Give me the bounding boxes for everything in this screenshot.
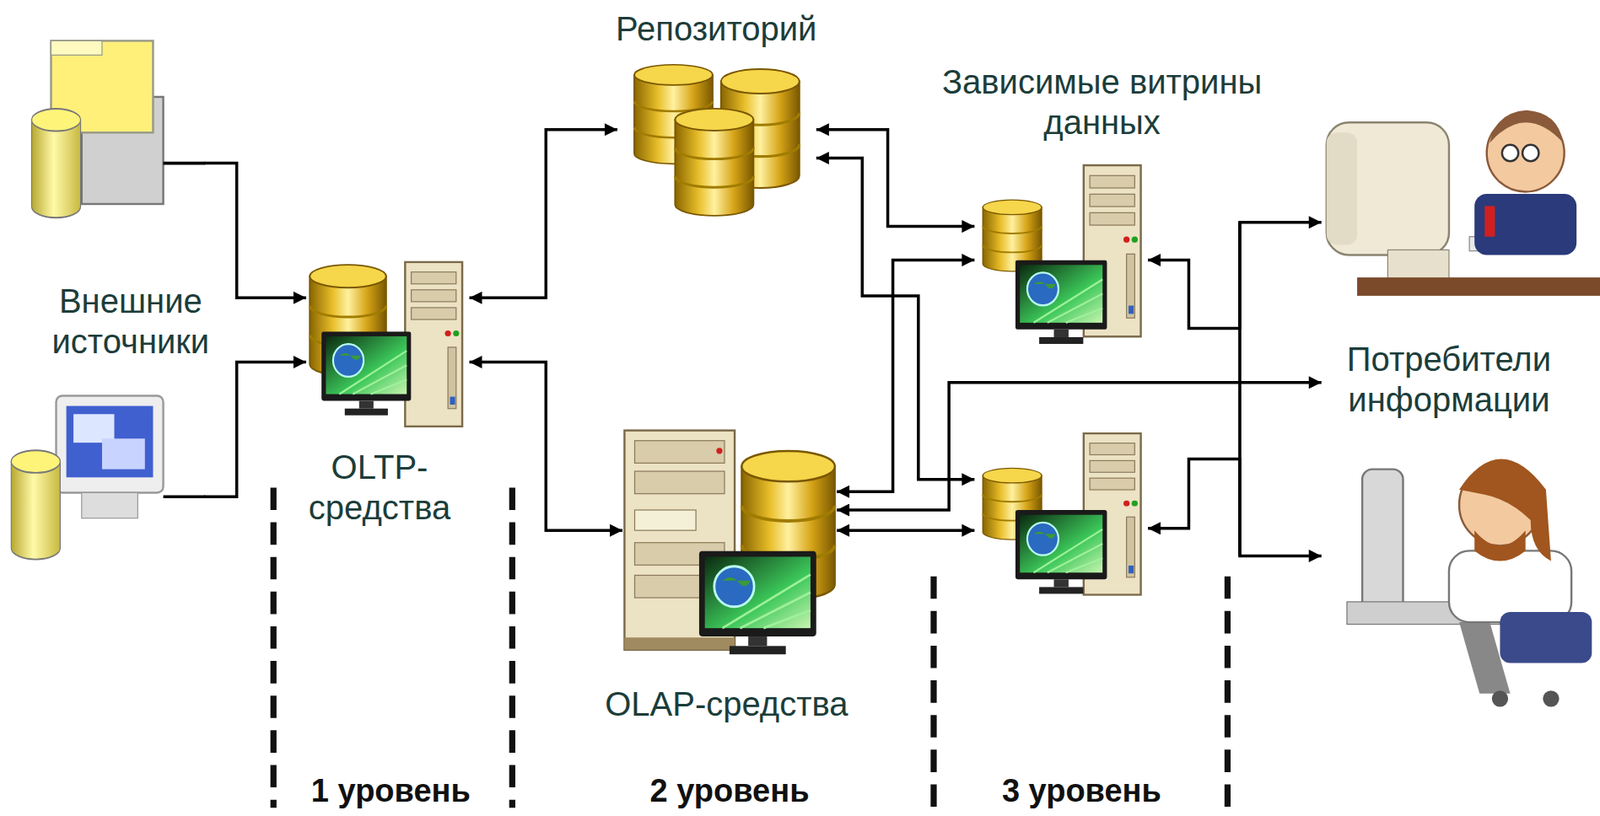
consumer-group: Потребители информации	[1321, 107, 1593, 710]
node-label: OLTP- средства	[295, 447, 464, 528]
connector	[1147, 222, 1322, 329]
node-label: Внешние источники	[25, 280, 237, 362]
connector	[204, 163, 307, 299]
level-label: 1 уровень	[311, 772, 471, 809]
node-label: Зависимые витрины данных	[904, 61, 1301, 143]
connector	[469, 362, 623, 532]
olap-node: OLAP-средства	[622, 428, 837, 658]
connector	[816, 129, 976, 227]
olap-icon	[624, 430, 835, 656]
oltp-icon	[309, 262, 463, 427]
repository-node: Репозиторий	[617, 56, 817, 221]
oltp-node: OLTP- средства	[306, 260, 470, 430]
data-mart-icons	[982, 165, 1141, 595]
connector	[469, 129, 618, 299]
level-separators	[273, 487, 1228, 809]
connector	[204, 362, 307, 498]
connector	[836, 382, 1322, 511]
connector	[836, 528, 975, 533]
level-label: 3 уровень	[1002, 772, 1162, 809]
connector	[836, 260, 975, 493]
repository-icon	[634, 64, 800, 216]
node-label: Потребители информации	[1314, 339, 1584, 421]
level-label: 2 уровень	[649, 772, 809, 809]
data-mart-group: Зависимые витрины данных	[974, 163, 1148, 598]
connector	[1147, 459, 1322, 557]
connector	[816, 158, 976, 480]
node-label: OLAP-средства	[604, 684, 848, 725]
node-label: Репозиторий	[615, 8, 817, 49]
source-group: Внешние источники	[10, 35, 205, 566]
